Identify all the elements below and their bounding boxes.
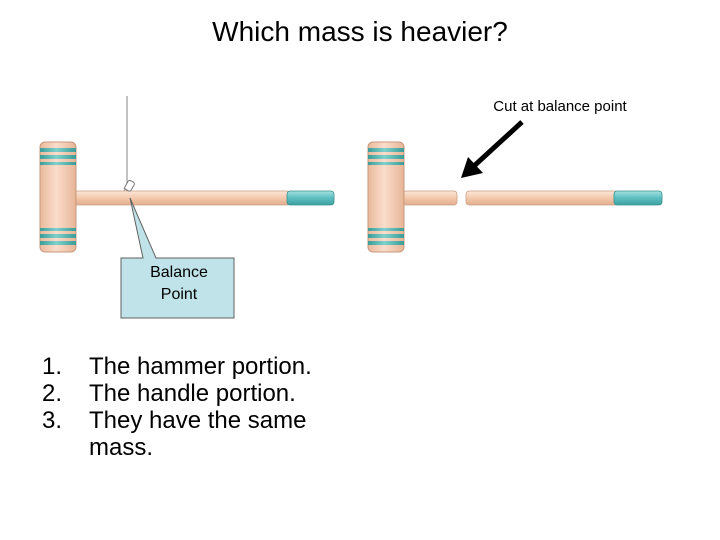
choice-text: The handle portion. (89, 380, 296, 407)
choice-2[interactable]: 2. The handle portion. (42, 380, 362, 407)
answer-choices: 1. The hammer portion. 2. The handle por… (42, 353, 362, 461)
left-handle (73, 190, 291, 206)
right-handle-stub (402, 190, 458, 206)
choice-number: 3. (42, 407, 63, 434)
choice-1[interactable]: 1. The hammer portion. (42, 353, 362, 380)
choice-text: The hammer portion. (89, 353, 312, 380)
right-grip (613, 190, 663, 206)
balance-point-callout (120, 197, 235, 319)
cut-arrow-icon (461, 120, 524, 178)
right-hammer-head (367, 141, 405, 253)
choice-number: 2. (42, 380, 63, 407)
right-handle-cut-piece (465, 190, 619, 206)
left-grip (286, 190, 335, 206)
balance-point-label: Balance Point (123, 262, 235, 306)
cut-label: Cut at balance point (493, 98, 627, 115)
left-hammer-head (39, 141, 77, 253)
choice-text: They have the same mass. (89, 407, 307, 461)
left-hammer (39, 141, 335, 253)
choice-3[interactable]: 3. They have the same mass. (42, 407, 362, 461)
balance-label-line2: Point (160, 286, 198, 303)
right-hammer (367, 141, 663, 253)
balance-clip (124, 179, 135, 192)
page-title: Which mass is heavier? (212, 16, 508, 47)
choice-number: 1. (42, 353, 63, 380)
balance-label-line1: Balance (150, 264, 208, 281)
